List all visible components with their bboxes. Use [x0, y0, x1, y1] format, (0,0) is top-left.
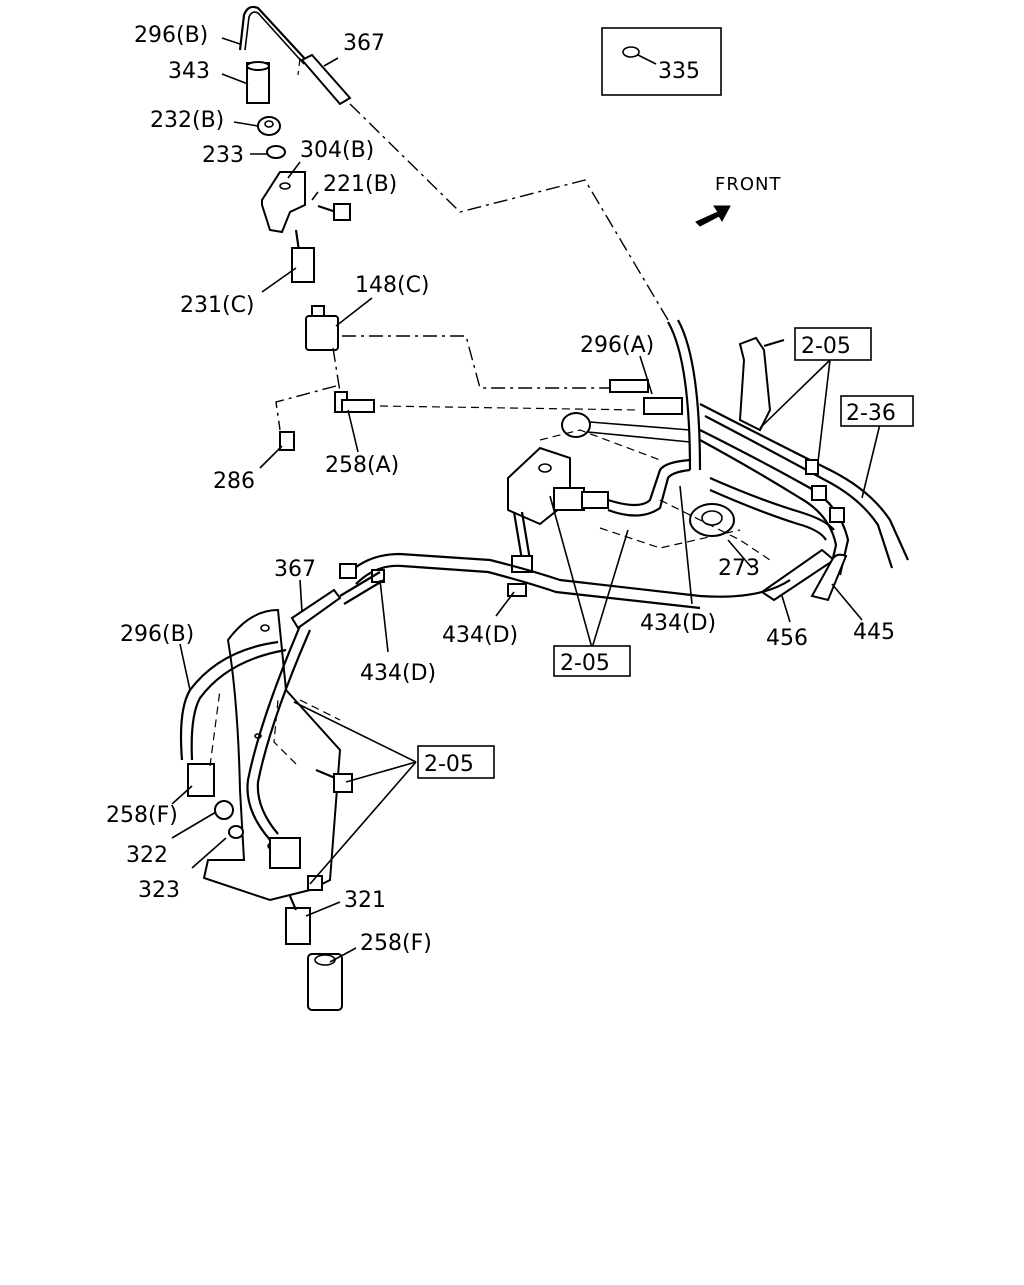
junction-block	[507, 446, 571, 526]
label-296b-top: 296(B)	[134, 23, 208, 48]
label-232b: 232(B)	[150, 108, 224, 133]
label-148c: 148(C)	[355, 273, 430, 298]
elbow-258a	[341, 399, 375, 413]
label-456: 456	[766, 626, 808, 651]
label-434d-right: 434(D)	[640, 611, 716, 636]
grommet-273	[689, 503, 735, 537]
callout-labels: 296(B) 367 343 232(B) 233 304(B) 221(B) …	[106, 23, 895, 956]
fitting-258f-left	[187, 763, 215, 797]
ref-205-top: 2-05	[801, 334, 851, 359]
fitting-296a	[609, 379, 649, 393]
label-322: 322	[126, 843, 168, 868]
fitting-258f-bottom	[307, 953, 343, 1011]
right-assembly	[507, 319, 910, 602]
label-258f-left: 258(F)	[106, 803, 178, 828]
bracket-right	[738, 336, 772, 432]
label-296a: 296(A)	[580, 333, 654, 358]
bracket-plate	[202, 608, 342, 902]
fitting-321	[269, 837, 301, 869]
front-indicator: FRONT	[695, 174, 782, 227]
label-434d-mid: 434(D)	[360, 661, 436, 686]
ref-236: 2-36	[846, 401, 896, 426]
ref-205-lower: 2-05	[424, 752, 474, 777]
label-286: 286	[213, 469, 255, 494]
fitting-148c	[305, 315, 339, 351]
label-367-top: 367	[343, 31, 385, 56]
fitting-231c	[291, 247, 315, 283]
ref-205-center: 2-05	[560, 651, 610, 676]
legend-box: 335	[601, 27, 722, 96]
label-304b: 304(B)	[300, 138, 374, 163]
sleeve-367-top	[300, 53, 352, 106]
label-445: 445	[853, 620, 895, 645]
label-367-bottom: 367	[274, 557, 316, 582]
plug-286	[279, 431, 295, 451]
label-335: 335	[658, 59, 700, 84]
nut-322	[214, 800, 234, 820]
bracket-304b	[261, 171, 306, 234]
label-296b-bottom: 296(B)	[120, 622, 194, 647]
front-label: FRONT	[715, 174, 782, 195]
label-323: 323	[138, 878, 180, 903]
label-434d-center: 434(D)	[442, 623, 518, 648]
label-343: 343	[168, 59, 210, 84]
ref-boxes: 2-05 2-36 2-05 2-05	[417, 327, 914, 779]
label-233: 233	[202, 143, 244, 168]
label-258a: 258(A)	[325, 453, 399, 478]
sleeve-367-bottom	[290, 588, 342, 630]
o-ring-icon	[622, 46, 640, 58]
top-parts	[238, 5, 669, 451]
nut-232b	[257, 116, 281, 136]
front-arrow-icon	[695, 205, 731, 227]
label-273: 273	[718, 556, 760, 581]
washer-233	[266, 145, 286, 159]
label-321: 321	[344, 888, 386, 913]
hose-445	[810, 553, 848, 602]
bolt-221b	[333, 203, 351, 221]
washer-323	[228, 825, 244, 839]
leader-lines	[171, 37, 881, 963]
label-221b: 221(B)	[323, 172, 397, 197]
label-258f-bottom: 258(F)	[360, 931, 432, 956]
middle-pipe	[339, 552, 791, 610]
lower-assembly	[179, 571, 385, 1011]
label-231c: 231(C)	[180, 293, 255, 318]
